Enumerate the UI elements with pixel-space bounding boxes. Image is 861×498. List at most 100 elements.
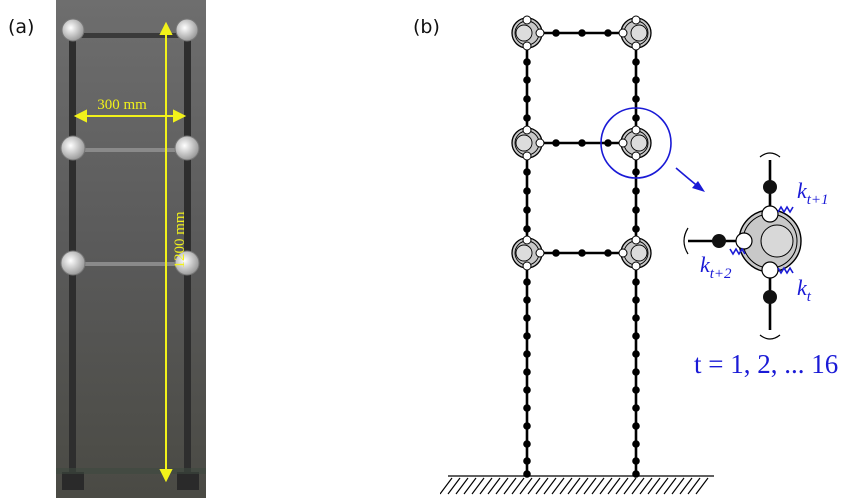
height-arrowhead-top xyxy=(159,21,173,35)
member-node xyxy=(523,76,531,84)
frame-joint xyxy=(618,15,652,51)
member-node xyxy=(632,368,640,376)
member-node xyxy=(632,114,640,122)
joint-pin xyxy=(522,261,532,271)
ground-hatch-line xyxy=(671,477,685,495)
member-node xyxy=(523,225,531,233)
member-node xyxy=(523,457,531,465)
ground-hatch-line xyxy=(583,477,597,495)
joint-pin xyxy=(535,138,545,148)
floor-strip xyxy=(56,468,206,474)
joint-pin xyxy=(535,248,545,258)
ground-hatch-line xyxy=(455,477,469,495)
photo-background xyxy=(56,0,206,498)
member-node xyxy=(523,422,531,430)
break-mark-bottom xyxy=(759,334,781,340)
member-node xyxy=(632,470,640,478)
ground-hatch-line xyxy=(615,477,629,495)
ground-hatch-line xyxy=(495,477,509,495)
panel-label-b: (b) xyxy=(413,16,440,38)
ground-hatch-line xyxy=(623,477,637,495)
joint-hub xyxy=(175,18,199,42)
member-nodes xyxy=(523,29,640,478)
member-node xyxy=(523,95,531,103)
joint-pin xyxy=(618,248,628,258)
member-node xyxy=(632,278,640,286)
ground-hatch-line xyxy=(527,477,541,495)
ground-hatch-line xyxy=(679,477,693,495)
callout-arrowhead xyxy=(692,181,705,192)
member-node xyxy=(632,76,640,84)
member-node xyxy=(523,368,531,376)
member-node xyxy=(552,249,560,257)
ground-hatch-line xyxy=(503,477,517,495)
pin-bottom xyxy=(761,261,779,279)
ground-hatch-line xyxy=(599,477,613,495)
member-node xyxy=(523,314,531,322)
ground-hatch-line xyxy=(447,477,461,495)
spring-label-bottom: kt xyxy=(797,275,812,305)
joint-pin xyxy=(522,41,532,51)
width-arrowhead-left xyxy=(73,109,87,123)
width-dimension-label: 300 mm xyxy=(97,97,147,113)
member-node xyxy=(632,350,640,358)
top-beam xyxy=(74,33,186,38)
member-node xyxy=(523,332,531,340)
member-node xyxy=(523,58,531,66)
ground-support xyxy=(440,475,714,495)
member-node xyxy=(552,29,560,37)
ground-hatch-line xyxy=(663,477,677,495)
ground-hatch-line xyxy=(535,477,549,495)
member-node xyxy=(632,440,640,448)
joint-pin xyxy=(631,261,641,271)
joint-pin xyxy=(618,138,628,148)
detail-joint xyxy=(683,152,802,340)
member-node xyxy=(578,29,586,37)
member-node xyxy=(523,296,531,304)
member-node xyxy=(523,168,531,176)
member-node xyxy=(523,470,531,478)
member-node xyxy=(632,206,640,214)
frame-joint xyxy=(511,235,545,271)
joint-hub xyxy=(174,250,200,276)
member-node xyxy=(632,332,640,340)
spring-top xyxy=(777,205,794,214)
ground-hatch-line xyxy=(687,477,701,495)
member-node xyxy=(632,187,640,195)
pin-top xyxy=(761,205,779,223)
joint-pin xyxy=(631,235,641,245)
pin-left xyxy=(735,232,753,250)
callout-circle xyxy=(600,107,672,179)
member-node xyxy=(552,139,560,147)
ground-hatch-line xyxy=(695,477,709,495)
panel-label-a: (a) xyxy=(8,16,35,38)
height-arrowhead-bottom xyxy=(159,469,173,483)
ground-hatch-line xyxy=(511,477,525,495)
member-node xyxy=(523,187,531,195)
ground-hatch-line xyxy=(607,477,621,495)
member-node xyxy=(604,29,612,37)
member-node xyxy=(523,404,531,412)
width-arrowhead-right xyxy=(173,109,187,123)
lower-beam xyxy=(74,262,186,266)
ground-hatch-line xyxy=(591,477,605,495)
frame-joint xyxy=(511,15,545,51)
joint-pin xyxy=(535,28,545,38)
frame-photograph: 300 mm 1200 mm xyxy=(56,0,206,498)
member-node xyxy=(632,457,640,465)
member-node xyxy=(604,249,612,257)
joint-pin xyxy=(631,41,641,51)
height-dimension-label: 1200 mm xyxy=(172,211,188,268)
member-node xyxy=(523,114,531,122)
node-left xyxy=(712,234,726,248)
member-node xyxy=(578,139,586,147)
joint-hub xyxy=(60,250,86,276)
ground-hatch-line xyxy=(631,477,645,495)
ground-hatch-line xyxy=(471,477,485,495)
index-formula: t = 1, 2, ... 16 xyxy=(694,349,838,379)
member-node xyxy=(604,139,612,147)
ground-hatch-line xyxy=(551,477,565,495)
ground-hatch-line xyxy=(487,477,501,495)
joint-pin xyxy=(618,28,628,38)
frame-joints xyxy=(511,15,652,271)
